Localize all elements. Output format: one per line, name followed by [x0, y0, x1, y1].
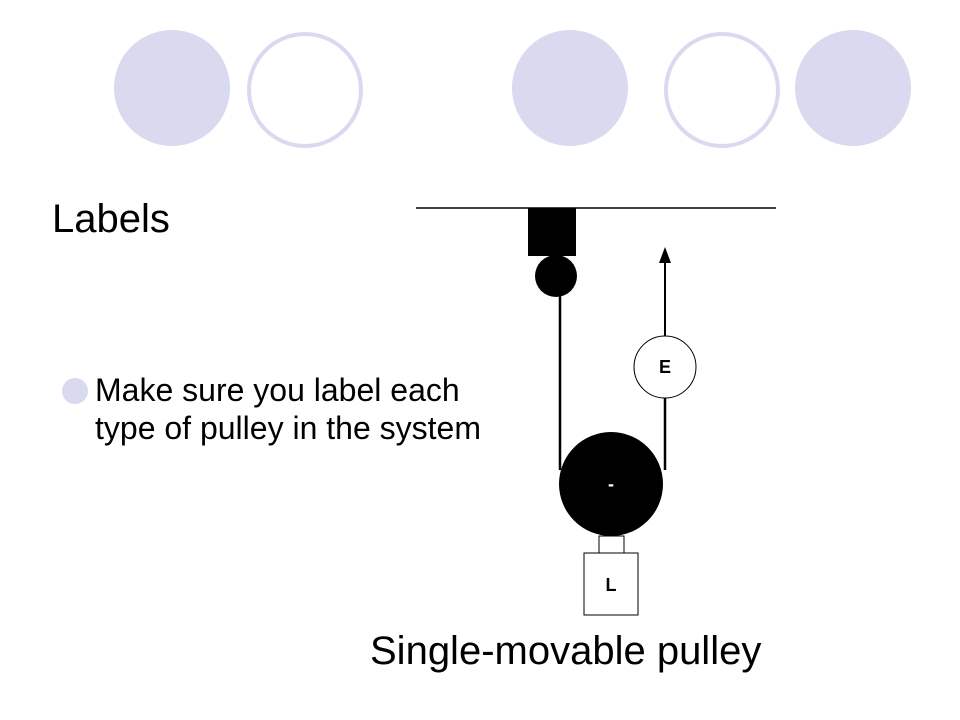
effort-label: E: [659, 357, 671, 377]
deco-circle-filled: [114, 30, 230, 146]
movable-pulley-label: -: [608, 474, 614, 494]
arrow-up-icon: [659, 247, 671, 263]
load-box: [583, 552, 639, 616]
fixed-pulley-wheel: [535, 255, 577, 297]
bullet-text: Make sure you label each type of pulley …: [95, 372, 481, 446]
load-hook: [598, 535, 625, 554]
bullet-icon: [62, 378, 88, 404]
deco-circle-outline: [247, 32, 363, 148]
deco-circle-filled: [795, 30, 911, 146]
effort-circle: [633, 335, 697, 399]
deco-circle-outline: [664, 32, 780, 148]
load-label: L: [606, 575, 617, 595]
movable-pulley-wheel: [559, 432, 663, 536]
diagram-caption: Single-movable pulley: [370, 629, 762, 673]
deco-circle-filled: [512, 30, 628, 146]
slide-title: Labels: [52, 197, 170, 241]
pulley-mount-block: [528, 208, 576, 256]
